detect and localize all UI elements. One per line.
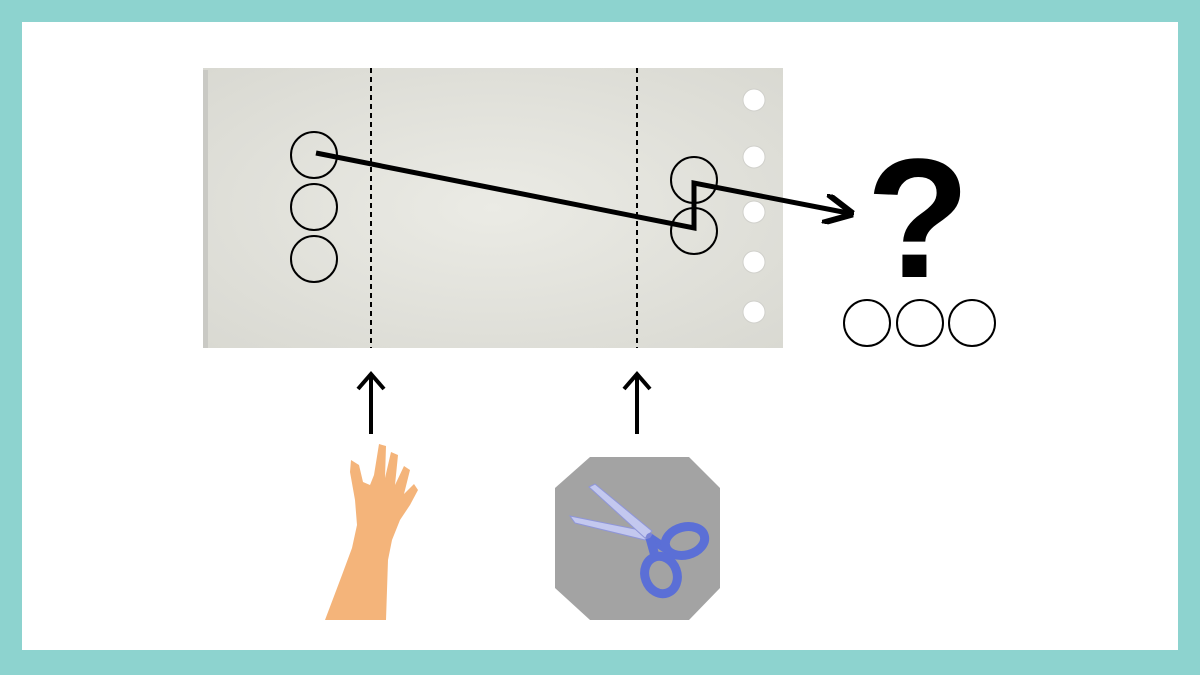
paper-sheet (203, 68, 783, 348)
slot-circle (290, 235, 338, 283)
scissors-blade (568, 515, 651, 541)
arrow-up-icon (622, 370, 652, 434)
punch-hole (742, 200, 766, 224)
question-mark: ? (866, 124, 970, 314)
punch-hole (742, 300, 766, 324)
paper-body (203, 68, 783, 348)
answer-slot (948, 299, 996, 347)
answer-slots (843, 299, 996, 347)
scissors-handle (660, 522, 710, 560)
slot-circle (290, 183, 338, 231)
scissors-icon (555, 457, 720, 620)
arrow-right-icon (315, 150, 848, 232)
answer-slot (896, 299, 944, 347)
paper-left-edge (203, 70, 208, 348)
answer-slot (843, 299, 891, 347)
scissors-handle (640, 551, 682, 599)
punch-holes (742, 88, 766, 324)
arrow-up-icon (356, 370, 386, 434)
scissors-blade (588, 483, 653, 539)
hand-icon (325, 444, 418, 620)
question-mark-icon: ? (866, 124, 970, 314)
punch-hole (742, 88, 766, 112)
punch-hole (742, 250, 766, 274)
punch-hole (742, 145, 766, 169)
